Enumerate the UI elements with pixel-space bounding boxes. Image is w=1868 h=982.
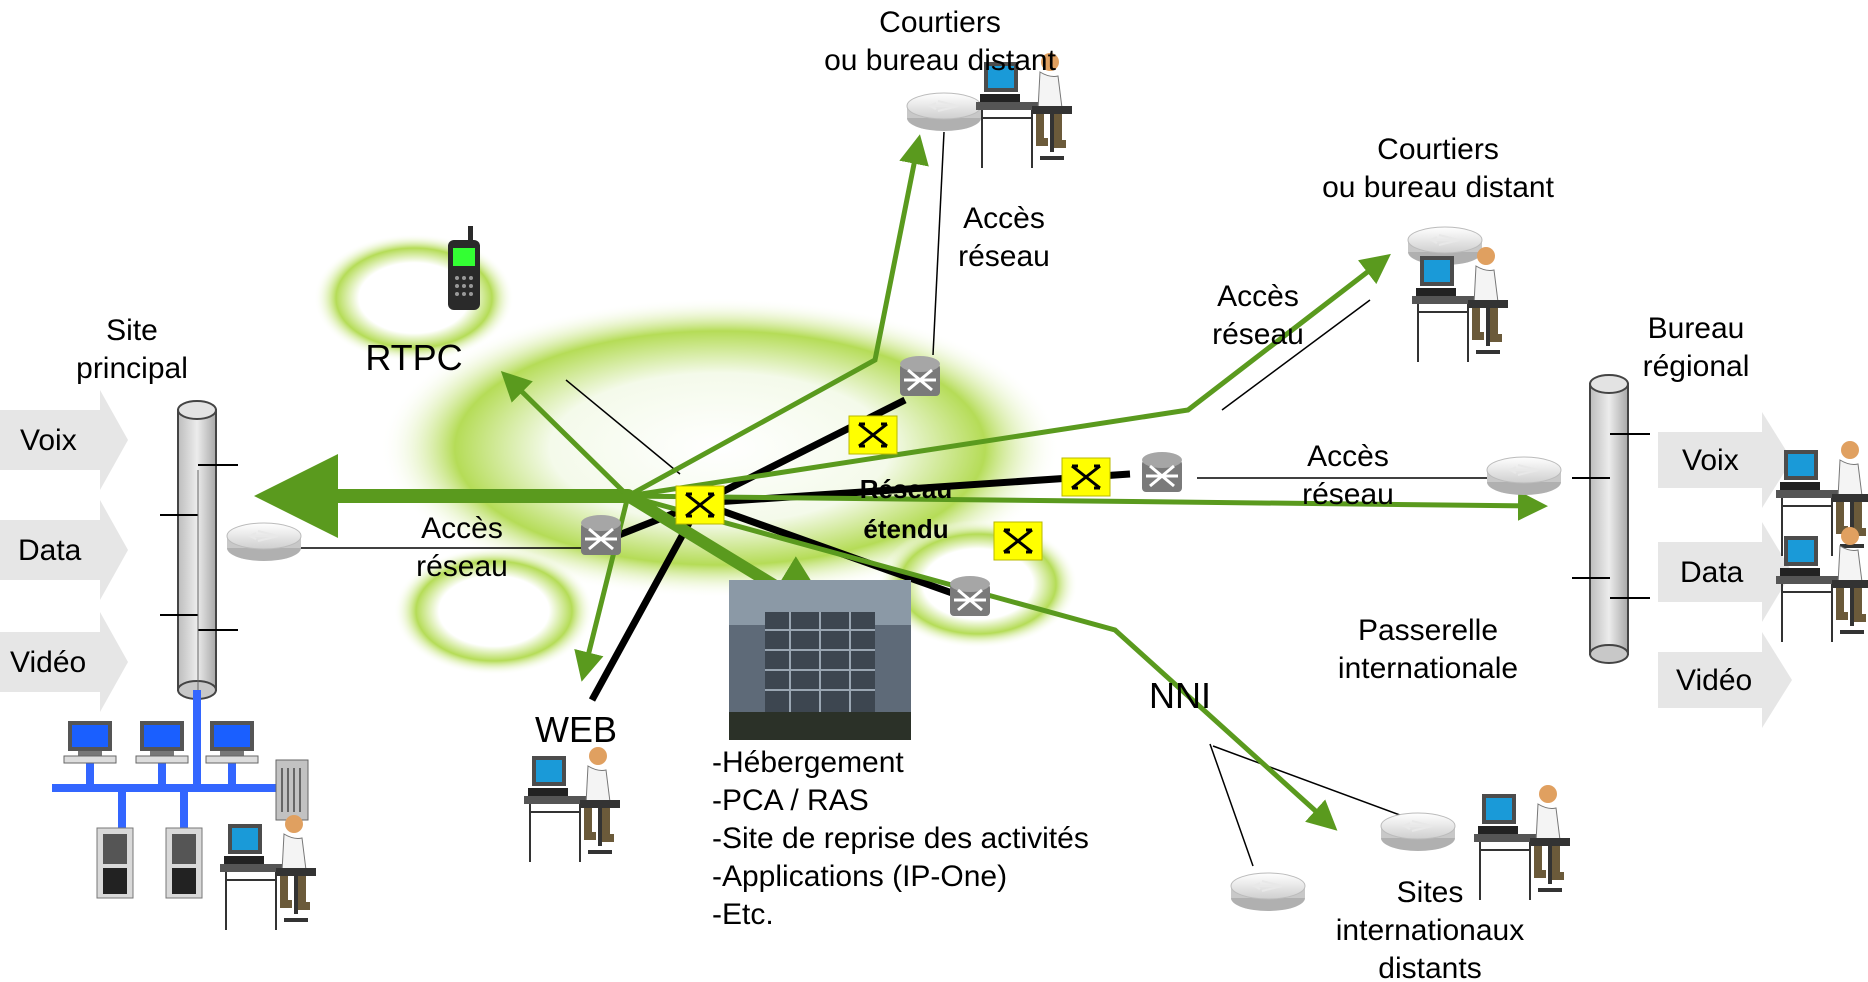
- site-principal-line2: principal: [76, 352, 188, 385]
- courtiers-right-line2: ou bureau distant: [1322, 171, 1554, 204]
- courtiers-right-line1: Courtiers: [1377, 133, 1499, 166]
- flow-right-voix: Voix: [1682, 444, 1739, 477]
- service-item: -Site de reprise des activités: [712, 822, 1089, 855]
- courtiers-top-line2: ou bureau distant: [824, 44, 1056, 77]
- service-item: -Hébergement: [712, 746, 904, 779]
- acces-reseau-right-line2: réseau: [1302, 478, 1394, 511]
- acces-reseau-top-line1: Accès: [963, 202, 1045, 235]
- acces-reseau-mid-line2: réseau: [1212, 318, 1304, 351]
- flow-left-voix: Voix: [20, 424, 77, 457]
- passerelle-line1: Passerelle: [1357, 614, 1499, 647]
- web-label: WEB: [534, 709, 618, 750]
- passerelle-line2: internationale: [1337, 652, 1519, 685]
- sites-internationaux-line1: Sites: [1396, 876, 1464, 909]
- reseau-etendu-line1: Réseau: [859, 474, 953, 504]
- courtiers-top-line1: Courtiers: [879, 6, 1001, 39]
- flow-left-data: Data: [18, 534, 82, 567]
- service-item: -Etc.: [712, 898, 774, 931]
- acces-reseau-mid-line1: Accès: [1217, 280, 1299, 313]
- flow-right-video: Vidéo: [1676, 664, 1753, 697]
- service-item: -PCA / RAS: [712, 784, 869, 817]
- acces-reseau-right-line1: Accès: [1307, 440, 1389, 473]
- acces-reseau-left-line2: réseau: [416, 550, 508, 583]
- sites-internationaux-line2: internationaux: [1335, 914, 1525, 947]
- reseau-etendu-line2: étendu: [863, 514, 949, 544]
- bureau-regional-line2: régional: [1642, 350, 1750, 383]
- rtpc-label: RTPC: [365, 337, 463, 378]
- service-item: -Applications (IP-One): [712, 860, 1008, 893]
- acces-reseau-left-line1: Accès: [421, 512, 503, 545]
- flow-left-video: Vidéo: [10, 646, 87, 679]
- nni-label: NNI: [1149, 675, 1211, 716]
- acces-reseau-top-line2: réseau: [958, 240, 1050, 273]
- sites-internationaux-line3: distants: [1378, 952, 1482, 982]
- bureau-regional-line1: Bureau: [1647, 312, 1745, 345]
- site-principal-line1: Site: [106, 314, 158, 347]
- flow-right-data: Data: [1680, 556, 1744, 589]
